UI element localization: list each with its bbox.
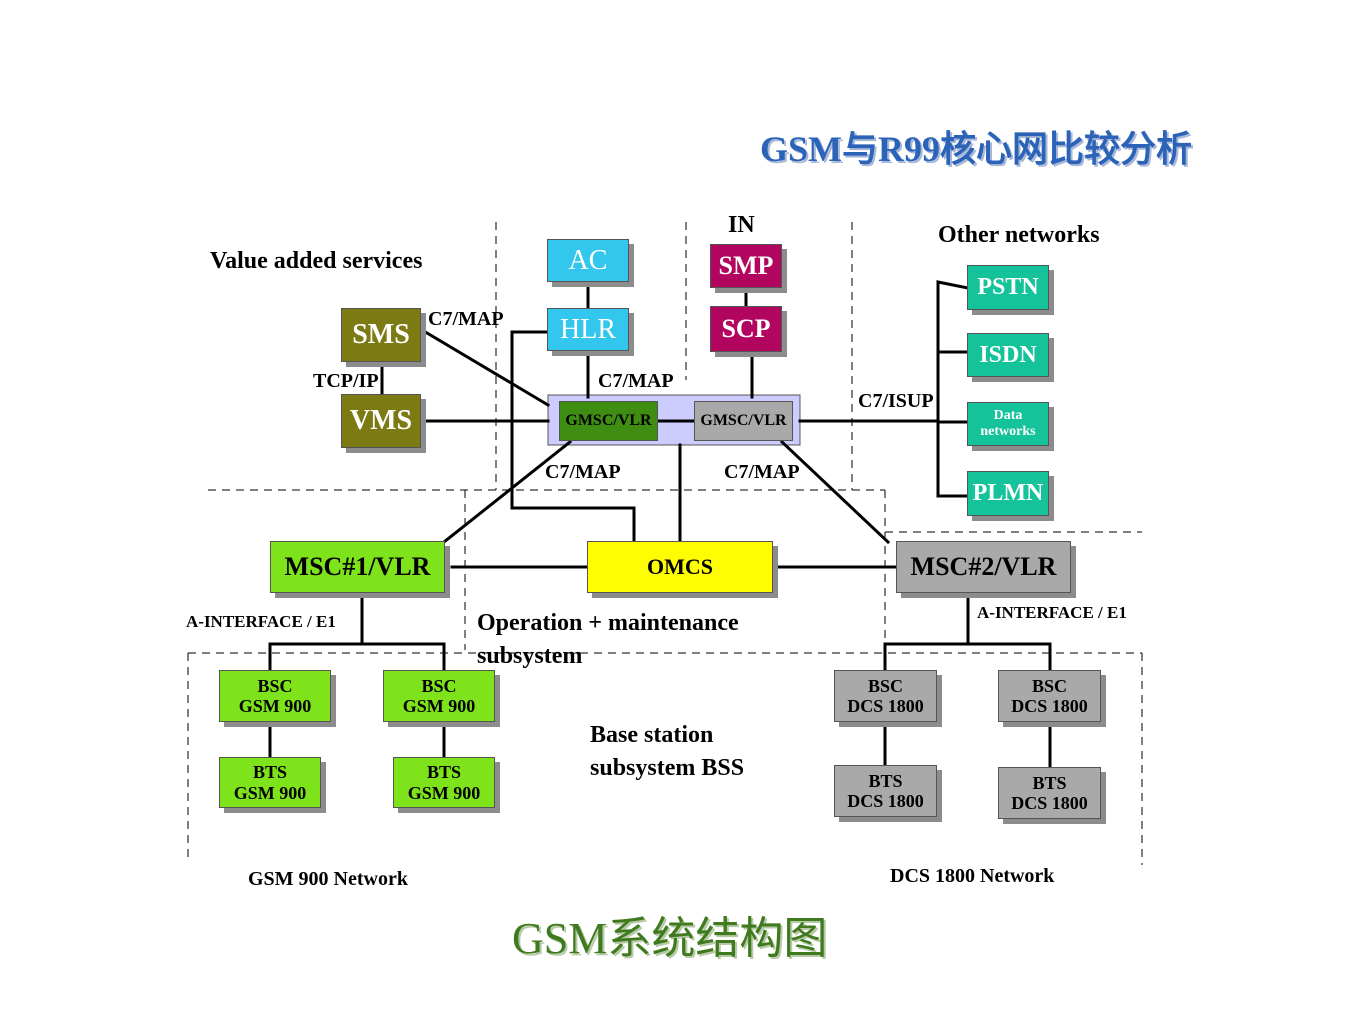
node-band-label: GSM 900: [238, 696, 312, 716]
protocol-label-c7map-left: C7/MAP: [545, 461, 621, 483]
node-band-label: DCS 1800: [1011, 793, 1088, 813]
node-label: GMSC/VLR: [565, 412, 652, 430]
node-label: OMCS: [647, 553, 713, 579]
protocol-label-tcpip: TCP/IP: [313, 370, 379, 392]
node-label: PLMN: [972, 480, 1044, 507]
node-label: SCP: [721, 314, 771, 344]
node-label: SMS: [352, 319, 410, 351]
node-isdn[interactable]: ISDN: [967, 333, 1049, 377]
node-bts-gsm900-b[interactable]: BTS GSM 900: [393, 757, 495, 808]
node-type-label: BTS: [868, 770, 903, 791]
node-type-label: BSC: [257, 675, 293, 696]
node-type-label: BSC: [1031, 675, 1067, 696]
region-label-other-networks: Other networks: [938, 222, 1100, 248]
region-label-in: IN: [728, 212, 755, 238]
gsm-bsc-bus: [268, 642, 446, 672]
node-band-label: GSM 900: [407, 782, 481, 803]
region-label-operation-line2: subsystem: [477, 643, 583, 669]
region-label-bss: Base station: [590, 722, 714, 748]
other-networks-bus: [936, 280, 970, 498]
node-band-label: GSM 900: [402, 696, 476, 716]
hlr-omcs-link: [510, 330, 636, 542]
node-label: VMS: [349, 405, 413, 437]
node-type-label: BTS: [252, 762, 288, 783]
node-label: SMP: [718, 251, 774, 281]
node-gmsc-vlr-1[interactable]: GMSC/VLR: [559, 401, 658, 441]
node-bts-gsm900-a[interactable]: BTS GSM 900: [219, 757, 321, 808]
node-vms[interactable]: VMS: [341, 394, 421, 448]
dcs-bsc-bus: [883, 642, 1052, 672]
region-label-gsm900-network: GSM 900 Network: [248, 868, 408, 890]
node-bsc-dcs1800-b[interactable]: BSC DCS 1800: [998, 670, 1101, 722]
node-bts-dcs1800-a[interactable]: BTS DCS 1800: [834, 765, 937, 817]
node-label: HLR: [560, 313, 616, 345]
node-label: AC: [568, 244, 608, 276]
region-label-value-added: Value added services: [210, 248, 423, 274]
node-label: ISDN: [979, 341, 1037, 368]
protocol-label-c7map-right: C7/MAP: [724, 461, 800, 483]
node-scp[interactable]: SCP: [710, 306, 782, 352]
node-ac[interactable]: AC: [547, 239, 629, 282]
protocol-label-c7map-top: C7/MAP: [598, 370, 674, 392]
node-band-label: DCS 1800: [847, 696, 924, 716]
protocol-label-a-interface-left: A-INTERFACE / E1: [186, 612, 336, 631]
node-band-label: GSM 900: [233, 782, 307, 803]
sms-gmsc-link: [419, 327, 551, 408]
gmsc-msc2-link: [779, 439, 891, 545]
region-label-bss-line2: subsystem BSS: [590, 755, 745, 781]
node-bsc-gsm900-b[interactable]: BSC GSM 900: [383, 670, 495, 722]
protocol-label-c7map-sms: C7/MAP: [428, 308, 504, 330]
node-bts-dcs1800-b[interactable]: BTS DCS 1800: [998, 767, 1101, 819]
node-data-networks[interactable]: Data networks: [967, 402, 1049, 446]
protocol-label-c7isup: C7/ISUP: [858, 390, 934, 412]
region-boundaries: [187, 222, 1143, 865]
region-label-dcs1800-network: DCS 1800 Network: [890, 865, 1055, 887]
node-msc2-vlr[interactable]: MSC#2/VLR: [896, 541, 1071, 593]
node-sms[interactable]: SMS: [341, 308, 421, 362]
page-title: GSM与R99核心网比较分析: [760, 129, 1193, 169]
node-label: MSC#1/VLR: [284, 552, 431, 582]
connections: [268, 280, 1052, 770]
node-smp[interactable]: SMP: [710, 244, 782, 288]
node-plmn[interactable]: PLMN: [967, 471, 1049, 516]
node-type-label: BSC: [421, 675, 457, 696]
node-type-label: BSC: [867, 675, 903, 696]
node-bsc-gsm900-a[interactable]: BSC GSM 900: [219, 670, 331, 722]
node-pstn[interactable]: PSTN: [967, 265, 1049, 310]
protocol-label-a-interface-right: A-INTERFACE / E1: [977, 603, 1127, 622]
node-band-label: DCS 1800: [847, 791, 924, 811]
node-type-label: BTS: [426, 762, 462, 783]
diagram-caption: GSM系统结构图: [512, 914, 828, 963]
node-label: PSTN: [977, 274, 1039, 301]
node-type-label: BTS: [1032, 772, 1067, 793]
node-band-label: DCS 1800: [1011, 696, 1088, 716]
node-label: MSC#2/VLR: [910, 552, 1057, 582]
gmsc-msc1-link: [441, 439, 573, 545]
node-hlr[interactable]: HLR: [547, 308, 629, 351]
node-label: GMSC/VLR: [700, 412, 787, 430]
region-label-operation: Operation + maintenance: [477, 610, 739, 636]
node-omcs[interactable]: OMCS: [587, 541, 773, 593]
node-msc1-vlr[interactable]: MSC#1/VLR: [270, 541, 445, 593]
node-label: Data networks: [980, 408, 1036, 439]
node-bsc-dcs1800-a[interactable]: BSC DCS 1800: [834, 670, 937, 722]
node-gmsc-vlr-2[interactable]: GMSC/VLR: [694, 401, 793, 441]
